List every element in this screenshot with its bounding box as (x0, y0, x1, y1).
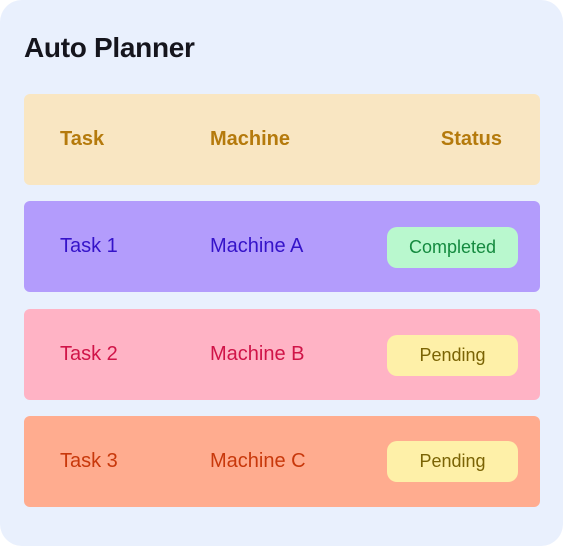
status-badge: Completed (387, 227, 518, 268)
column-header-task: Task (60, 128, 105, 150)
table-row[interactable]: Task 1 Machine A Completed (24, 201, 540, 292)
page-title: Auto Planner (24, 32, 195, 63)
column-header-machine: Machine (210, 128, 291, 150)
machine-name: Machine C (210, 450, 306, 472)
task-name: Task 2 (60, 343, 118, 365)
status-badge: Pending (387, 441, 518, 482)
machine-name: Machine B (210, 343, 305, 365)
table-header-row: Task Machine Status (24, 94, 540, 185)
table-row[interactable]: Task 2 Machine B Pending (24, 309, 540, 400)
column-header-status: Status (440, 128, 502, 150)
machine-name: Machine A (210, 235, 304, 257)
table-row[interactable]: Task 3 Machine C Pending (24, 416, 540, 507)
task-name: Task 3 (60, 450, 118, 472)
status-badge: Pending (387, 335, 518, 376)
task-name: Task 1 (60, 235, 118, 257)
